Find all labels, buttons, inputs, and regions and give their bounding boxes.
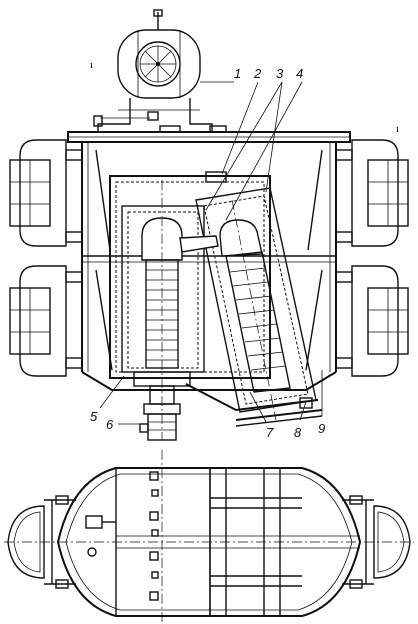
- tank-cover: [67, 125, 351, 143]
- corner-mark-right: ı: [396, 123, 399, 135]
- conservator-tank: [117, 29, 201, 118]
- corner-mark-left: ı: [90, 59, 93, 71]
- insulating-barrier: [109, 171, 271, 379]
- radiator-right-upper: [335, 139, 409, 247]
- pressure-gauge: [135, 9, 181, 87]
- callout-2: 2: [253, 66, 262, 81]
- vertical-bushing: [141, 180, 183, 440]
- inclined-bushing-housing: [185, 187, 319, 413]
- callout-8: 8: [294, 425, 302, 440]
- tank-body: [81, 142, 337, 391]
- callout-6: 6: [106, 417, 114, 432]
- radiator-left-upper: [9, 139, 83, 247]
- plan-view: [4, 450, 414, 622]
- callout-7: 7: [266, 425, 274, 440]
- connecting-pipes: [93, 111, 213, 132]
- radiator-left-lower: [9, 265, 83, 377]
- callout-1: 1: [234, 66, 241, 81]
- radiator-right-lower: [335, 265, 409, 377]
- callout-3: 3: [276, 66, 284, 81]
- callout-4: 4: [296, 66, 303, 81]
- callout-9: 9: [318, 421, 325, 436]
- bottom-rail: [235, 397, 323, 427]
- lead-connector: [179, 235, 219, 253]
- leader-lines: [99, 81, 323, 425]
- bottom-valve: [133, 371, 191, 441]
- callout-5: 5: [90, 409, 98, 424]
- inclined-bushing: [219, 199, 291, 421]
